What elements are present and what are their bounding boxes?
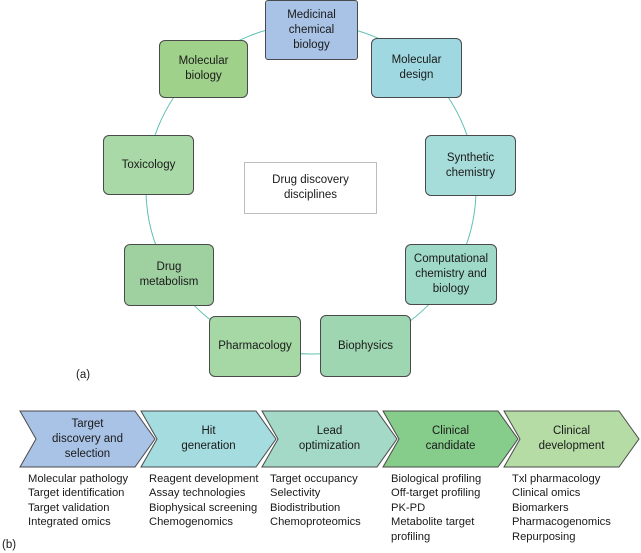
discipline-node: Toxicology xyxy=(103,135,194,195)
discipline-node: Synthetic chemistry xyxy=(425,135,516,196)
stage-item: Selectivity xyxy=(270,487,321,500)
discipline-node: Medicinal chemical biology xyxy=(265,0,358,60)
discipline-node: Molecular design xyxy=(371,38,462,98)
stage-item: Assay technologies xyxy=(149,487,246,500)
stage-chevron xyxy=(503,410,640,468)
panel-b-label: (b) xyxy=(2,539,17,551)
stage-title: Lead optimization xyxy=(298,425,361,452)
stage-item: Chemogenomics xyxy=(149,516,233,529)
stage-chevron xyxy=(19,410,156,468)
stage-title: Target discovery and selection xyxy=(52,417,123,460)
discipline-node: Drug metabolism xyxy=(124,244,214,306)
stage-chevron xyxy=(140,410,277,468)
stage-item: Metabolite target xyxy=(391,516,475,529)
stage-item: Biodistribution xyxy=(270,501,341,514)
stage-item: Pharmacogenomics xyxy=(512,516,611,529)
stage-title: Clinical development xyxy=(538,425,605,452)
discipline-node: Molecular biology xyxy=(159,40,248,98)
stage-item: Clinical omics xyxy=(512,487,581,500)
stage-item: Chemoproteomics xyxy=(270,516,361,529)
stage-item: Off-target profiling xyxy=(391,487,481,500)
stage-chevron xyxy=(382,410,519,468)
stage-item: Molecular pathology xyxy=(28,473,129,485)
stage-item: Reagent development xyxy=(149,473,259,485)
stage-item: Integrated omics xyxy=(28,516,111,529)
panel-a-label: (a) xyxy=(76,369,91,381)
stage-item: Biophysical screening xyxy=(149,501,258,514)
stage-item: Target validation xyxy=(28,501,110,514)
stage-item: profiling xyxy=(391,530,431,543)
stage-title: Clinical candidate xyxy=(425,425,476,452)
stage-title: Hit generation xyxy=(181,425,236,452)
stage-item: Txl pharmacology xyxy=(512,473,601,485)
stage-item: PK-PD xyxy=(391,501,426,514)
center-label: Drug discovery disciplines xyxy=(244,162,377,214)
stage-item: Repurposing xyxy=(512,530,576,543)
discipline-node: Pharmacology xyxy=(209,316,301,377)
stage-item: Target occupancy xyxy=(270,473,358,485)
discipline-node: Computational chemistry and biology xyxy=(405,244,497,305)
stage-chevron xyxy=(261,410,398,468)
discipline-node: Biophysics xyxy=(320,315,411,377)
stage-item: Biomarkers xyxy=(512,501,569,514)
stage-item: Biological profiling xyxy=(391,473,482,485)
stage-item: Target identification xyxy=(28,487,125,500)
